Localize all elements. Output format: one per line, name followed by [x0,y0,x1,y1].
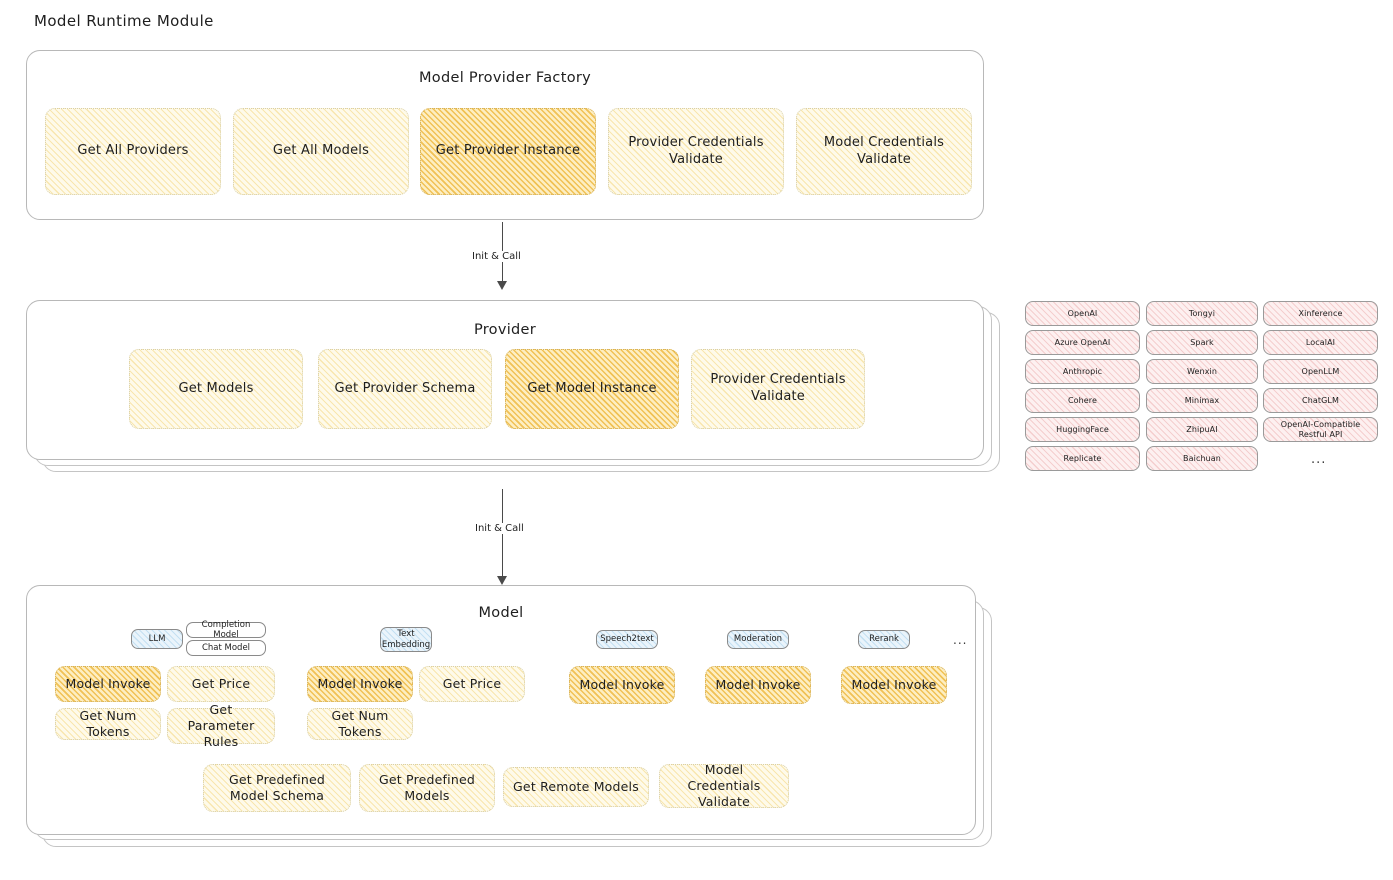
node-get-predefined-model-schema[interactable]: Get Predefined Model Schema [203,764,351,812]
provider-chip-wenxin[interactable]: Wenxin [1146,359,1258,384]
model-type-badge-rerank[interactable]: Rerank [858,630,910,649]
provider-chip-replicate[interactable]: Replicate [1025,446,1140,471]
arrow-provider-to-model-head [497,576,507,585]
node-embedding-get-price[interactable]: Get Price [419,666,525,702]
node-speech2text-model-invoke[interactable]: Model Invoke [569,666,675,704]
provider-chip-anthropic[interactable]: Anthropic [1025,359,1140,384]
node-get-all-providers[interactable]: Get All Providers [45,108,221,195]
provider-chip-xinference[interactable]: Xinference [1263,301,1378,326]
node-get-models[interactable]: Get Models [129,349,303,429]
node-llm-get-num-tokens[interactable]: Get Num Tokens [55,708,161,740]
node-provider-credentials-validate-2[interactable]: Provider Credentials Validate [691,349,865,429]
arrow-provider-to-model-line [502,489,504,579]
arrow-label-init-call-2: Init & Call [472,523,527,534]
node-get-model-instance[interactable]: Get Model Instance [505,349,679,429]
model-panel-title: Model [478,605,524,621]
provider-chip-cohere[interactable]: Cohere [1025,388,1140,413]
node-get-remote-models[interactable]: Get Remote Models [503,767,649,807]
model-subtype-completion-model[interactable]: Completion Model [186,620,266,640]
node-embedding-get-num-tokens[interactable]: Get Num Tokens [307,708,413,740]
provider-chip-spark[interactable]: Spark [1146,330,1258,355]
node-model-credentials-validate[interactable]: Model Credentials Validate [796,108,972,195]
model-provider-factory-panel: Model Provider Factory Get All Providers… [26,50,984,220]
model-subtype-chat-model[interactable]: Chat Model [186,640,266,656]
provider-panel: Provider Get Models Get Provider Schema … [26,300,984,460]
provider-list-more: ... [1311,452,1327,467]
node-embedding-model-invoke[interactable]: Model Invoke [307,666,413,702]
provider-chip-azure-openai[interactable]: Azure OpenAI [1025,330,1140,355]
provider-chip-zhipuai[interactable]: ZhipuAI [1146,417,1258,442]
provider-panel-title: Provider [473,322,537,338]
node-llm-get-parameter-rules[interactable]: Get Parameter Rules [167,702,275,749]
node-llm-model-invoke[interactable]: Model Invoke [55,666,161,702]
model-type-badge-llm[interactable]: LLM [131,629,183,649]
provider-chip-chatglm[interactable]: ChatGLM [1263,388,1378,413]
node-model-credentials-validate-2[interactable]: Model Credentials Validate [659,762,789,809]
provider-chip-openllm[interactable]: OpenLLM [1263,359,1378,384]
node-get-predefined-models[interactable]: Get Predefined Models [359,764,495,812]
model-panel: Model LLM Completion Model Chat Model Te… [26,585,976,835]
provider-chip-minimax[interactable]: Minimax [1146,388,1258,413]
model-type-badge-moderation[interactable]: Moderation [727,630,789,649]
model-types-more: ... [953,633,968,647]
provider-chip-localai[interactable]: LocalAI [1263,330,1378,355]
node-llm-get-price[interactable]: Get Price [167,666,275,702]
node-get-all-models[interactable]: Get All Models [233,108,409,195]
arrow-label-init-call-1: Init & Call [469,251,524,262]
model-provider-factory-title: Model Provider Factory [418,70,592,86]
node-get-provider-instance[interactable]: Get Provider Instance [420,108,596,195]
node-rerank-model-invoke[interactable]: Model Invoke [841,666,947,704]
provider-chip-baichuan[interactable]: Baichuan [1146,446,1258,471]
node-provider-credentials-validate[interactable]: Provider Credentials Validate [608,108,784,195]
node-get-provider-schema[interactable]: Get Provider Schema [318,349,492,429]
node-moderation-model-invoke[interactable]: Model Invoke [705,666,811,704]
provider-chip-openai-compatible-restful-api[interactable]: OpenAI-Compatible Restful API [1263,417,1378,442]
arrow-factory-to-provider-head [497,281,507,290]
model-type-badge-speech2text[interactable]: Speech2text [596,630,658,649]
model-type-badge-text-embedding[interactable]: Text Embedding [380,627,432,652]
provider-chip-huggingface[interactable]: HuggingFace [1025,417,1140,442]
provider-chip-openai[interactable]: OpenAI [1025,301,1140,326]
provider-chip-tongyi[interactable]: Tongyi [1146,301,1258,326]
page-title: Model Runtime Module [34,12,214,30]
